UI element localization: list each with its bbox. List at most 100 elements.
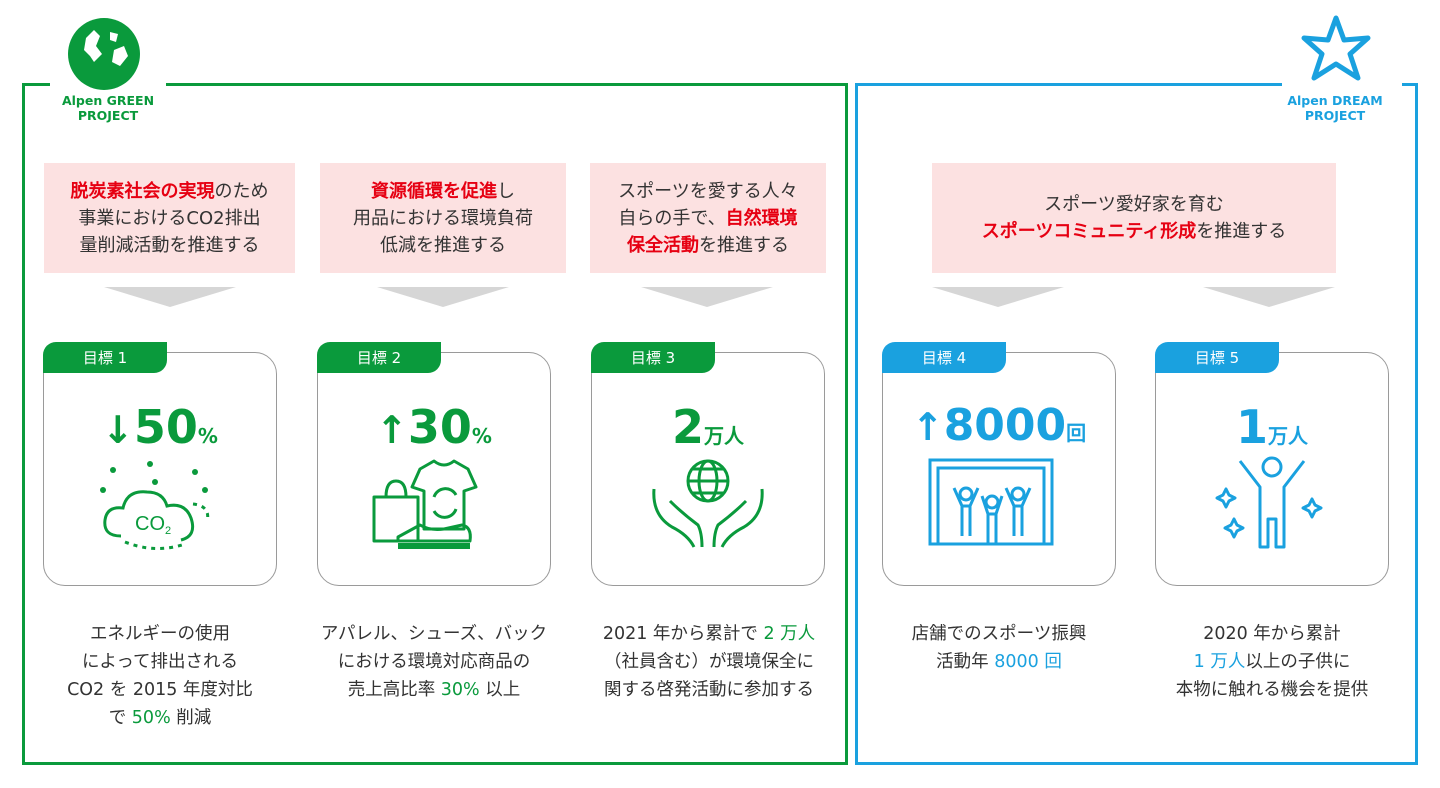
goal-tab-5: 目標 5 (1155, 342, 1279, 373)
mission-box-1: 脱炭素社会の実現のため 事業におけるCO2排出 量削減活動を推進する (44, 163, 295, 273)
goal-4-number: 8000 (943, 400, 1067, 451)
mission-3-line2: 自らの手で、 (618, 207, 726, 229)
dream-mission-highlight: スポーツコミュニティ形成 (981, 221, 1197, 242)
up-arrow-icon: ↑ (376, 408, 408, 452)
mission-1-highlight: 脱炭素社会の実現 (70, 180, 215, 202)
svg-text:CO: CO (135, 513, 165, 535)
mission-2-line1: し (497, 180, 515, 202)
dream-logo-line1: Alpen DREAM (1287, 93, 1383, 108)
goal-1-desc-line1: エネルギーの使用 (90, 624, 230, 644)
goal-card-5 (1155, 352, 1389, 586)
goal-1-desc-line4a: で (108, 708, 132, 728)
down-arrow-icon: ↓ (102, 408, 134, 452)
goal-1-unit: % (197, 424, 218, 448)
goal-1-desc-line4b: 削減 (170, 708, 212, 728)
mission-2-line3: 低減を推進する (380, 234, 506, 256)
mission-2-highlight: 資源循環を促進 (371, 180, 497, 202)
mission-1-line1: のため (214, 180, 269, 202)
goal-4-desc-line1: 店舗でのスポーツ振興 (911, 624, 1087, 644)
goal-5-unit: 万人 (1268, 424, 1308, 448)
goal-tab-3-label: 目標 3 (630, 349, 676, 367)
goal-2-number: 30 (407, 400, 472, 454)
down-arrow-4 (932, 287, 1064, 307)
mission-box-dream: スポーツ愛好家を育む スポーツコミュニティ形成を推進する (932, 163, 1336, 273)
goal-5-description: 2020 年から累計 1 万人以上の子供に 本物に触れる機会を提供 (1146, 620, 1398, 704)
goal-3-desc-line2: （社員含む）が環境保全に (604, 652, 814, 672)
dream-mission-line1: スポーツ愛好家を育む (1044, 194, 1224, 215)
goal-1-figure: ↓50% (43, 400, 277, 454)
goal-1-number: 50 (133, 400, 198, 454)
mission-3-line3: を推進する (698, 234, 789, 256)
up-arrow-icon: ↑ (911, 405, 944, 449)
goal-4-unit: 回 (1066, 421, 1087, 445)
globe-icon (68, 18, 140, 90)
goal-5-desc-line1: 2020 年から累計 (1203, 624, 1341, 644)
co2-cloud-icon: CO 2 (100, 461, 210, 550)
goal-4-desc-highlight: 8000 回 (994, 652, 1062, 672)
green-logo (66, 16, 142, 92)
goal-2-desc-highlight: 30% (440, 680, 480, 700)
green-logo-line1: Alpen GREEN (61, 93, 155, 108)
green-logo-line2: PROJECT (77, 108, 139, 123)
goal-3-desc-line3: 関する啓発活動に参加する (604, 680, 814, 700)
mission-1-line3: 量削減活動を推進する (79, 234, 260, 256)
goal-3-unit: 万人 (704, 424, 744, 448)
mission-2-line2: 用品における環境負荷 (353, 207, 533, 229)
dream-logo-line2: PROJECT (1304, 108, 1366, 123)
goal-tab-3: 目標 3 (591, 342, 715, 373)
dream-project-frame (855, 83, 1418, 765)
goal-3-figure: 2万人 (591, 400, 825, 454)
goal-5-desc-line2b: 以上の子供に (1245, 652, 1351, 672)
goal-tab-4: 目標 4 (882, 342, 1006, 373)
globe-hands-icon (652, 459, 764, 548)
mission-box-2: 資源循環を促進し 用品における環境負荷 低減を推進する (320, 163, 566, 273)
goal-tab-1-label: 目標 1 (82, 349, 128, 367)
mission-3-highlight-a: 自然環境 (725, 207, 798, 229)
down-arrow-5 (1203, 287, 1335, 307)
goal-2-desc-line3a: 売上高比率 (347, 680, 441, 700)
down-arrow-3 (641, 287, 773, 307)
goal-3-description: 2021 年から累計で 2 万人 （社員含む）が環境保全に 関する啓発活動に参加… (578, 620, 840, 704)
goal-card-1 (43, 352, 277, 586)
goal-tab-2-label: 目標 2 (356, 349, 402, 367)
down-arrow-1 (104, 287, 236, 307)
goal-3-desc-highlight: 2 万人 (763, 624, 816, 644)
mission-1-line2: 事業におけるCO2排出 (78, 207, 261, 229)
goal-2-figure: ↑30% (317, 400, 551, 454)
goal-4-desc-line2a: 活動年 (936, 652, 995, 672)
dream-logo-gap (1282, 70, 1402, 96)
goal-1-description: エネルギーの使用 によって排出される CO2 を 2015 年度対比 で 50%… (40, 620, 280, 732)
goal-5-desc-highlight: 1 万人 (1193, 652, 1246, 672)
dream-mission-line2: を推進する (1196, 221, 1287, 242)
child-sparkle-icon (1215, 456, 1323, 549)
goal-2-desc-line2: における環境対応商品の (337, 652, 531, 672)
goal-tab-4-label: 目標 4 (921, 349, 967, 367)
group-cheering-icon (928, 458, 1054, 546)
goal-5-figure: 1万人 (1155, 400, 1389, 454)
recycle-apparel-icon (372, 459, 478, 549)
mission-box-3: スポーツを愛する人々 自らの手で、自然環境 保全活動を推進する (590, 163, 826, 273)
green-project-frame (22, 83, 848, 765)
goal-4-description: 店舗でのスポーツ振興 活動年 8000 回 (874, 620, 1124, 676)
goal-tab-2: 目標 2 (317, 342, 441, 373)
goal-1-desc-line3: CO2 を 2015 年度対比 (67, 680, 253, 700)
star-icon (1301, 15, 1371, 81)
goal-tab-1: 目標 1 (43, 342, 167, 373)
mission-3-highlight-b: 保全活動 (626, 234, 699, 256)
mission-3-line1: スポーツを愛する人々 (618, 180, 798, 202)
goal-2-desc-line3b: 以上 (479, 680, 521, 700)
goal-2-desc-line1: アパレル、シューズ、バック (320, 624, 548, 644)
goal-3-number: 2 (671, 400, 704, 454)
dream-logo-text: Alpen DREAM PROJECT (1270, 93, 1400, 123)
goal-1-desc-highlight: 50% (131, 708, 171, 728)
goal-2-description: アパレル、シューズ、バック における環境対応商品の 売上高比率 30% 以上 (299, 620, 569, 704)
down-arrow-2 (377, 287, 509, 307)
goal-5-desc-line3: 本物に触れる機会を提供 (1175, 680, 1369, 700)
svg-text:2: 2 (165, 525, 171, 537)
goal-1-desc-line2: によって排出される (81, 652, 239, 672)
goal-5-number: 1 (1235, 400, 1268, 454)
green-logo-text: Alpen GREEN PROJECT (48, 93, 168, 123)
dream-logo (1296, 12, 1376, 92)
goal-tab-5-label: 目標 5 (1194, 349, 1240, 367)
goal-3-desc-line1a: 2021 年から累計で (602, 624, 764, 644)
